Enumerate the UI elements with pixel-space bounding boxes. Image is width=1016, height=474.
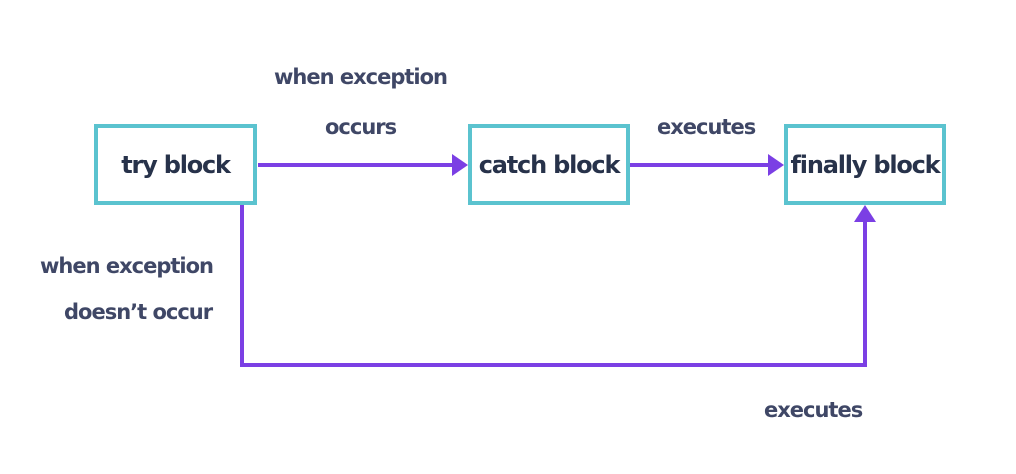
try-block-node: try block <box>94 124 257 205</box>
finally-block-node: finally block <box>784 124 946 205</box>
exception-occurs-label-line2: occurs <box>325 115 397 139</box>
catch-block-node: catch block <box>468 124 630 205</box>
arrowhead-try-to-catch <box>452 154 468 176</box>
finally-executes-label: executes <box>764 398 863 422</box>
catch-executes-label: executes <box>657 115 756 139</box>
no-exception-label-line1: when exception <box>40 254 214 278</box>
arrowhead-try-to-finally <box>854 205 876 222</box>
arrow-try-to-finally <box>240 205 867 367</box>
no-exception-label-line2: doesn’t occur <box>64 300 213 324</box>
exception-occurs-label-line1: when exception <box>274 65 448 89</box>
arrowhead-catch-to-finally <box>768 154 784 176</box>
